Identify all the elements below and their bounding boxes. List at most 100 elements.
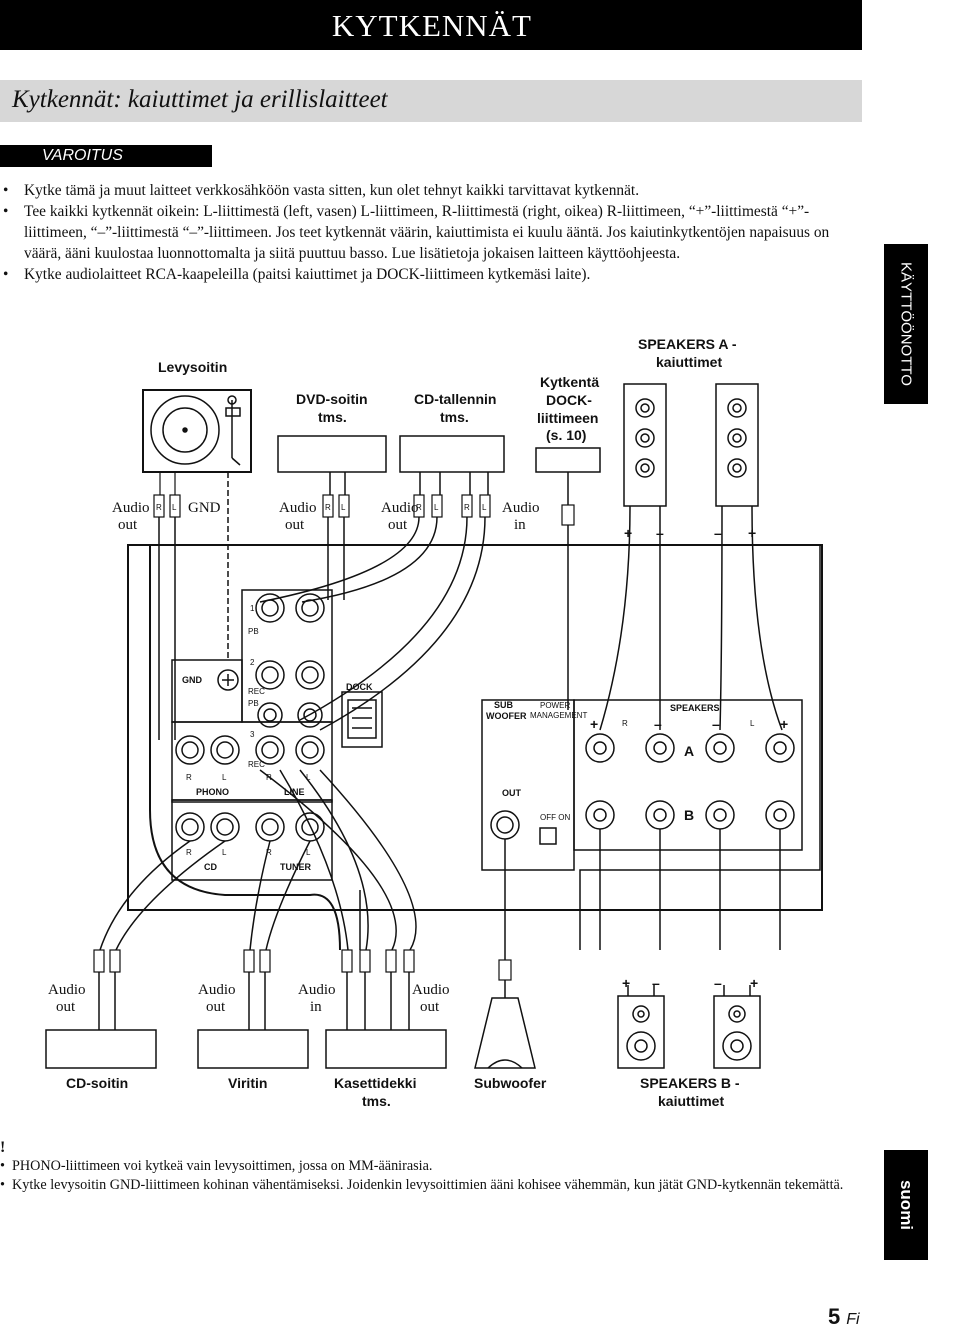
r-mark: R bbox=[464, 503, 470, 512]
rec2-jack-l bbox=[295, 660, 325, 690]
l-mark: L bbox=[482, 503, 487, 512]
audio-out-label: out bbox=[285, 517, 305, 533]
note-icon: ! bbox=[0, 1139, 6, 1156]
dock-label-3: liittimeen bbox=[537, 410, 598, 426]
speaker-b-plus-l bbox=[765, 800, 795, 830]
tower-speaker-icon bbox=[623, 383, 667, 507]
r-mark: R bbox=[186, 773, 192, 782]
tower-speaker-icon bbox=[715, 383, 759, 507]
line-jack-r bbox=[255, 735, 285, 765]
input-3-label: 3 bbox=[250, 730, 255, 739]
off-on-label: OFF ON bbox=[540, 813, 570, 822]
rec-label: REC bbox=[248, 760, 265, 769]
audio-out-label: Audio bbox=[412, 982, 450, 998]
page-title: KYTKENNÄT bbox=[331, 8, 532, 43]
power-management-label-2: MANAGEMENT bbox=[530, 711, 587, 720]
dvd-label-2: tms. bbox=[318, 409, 347, 425]
rec2-jack-r bbox=[255, 660, 285, 690]
dvd-player-box bbox=[277, 435, 387, 473]
cd-player-box bbox=[45, 1029, 157, 1069]
speakers-b-label-2: kaiuttimet bbox=[658, 1093, 724, 1109]
speaker-a-label: A bbox=[684, 743, 694, 759]
l-mark: L bbox=[222, 773, 227, 782]
audio-in-label: in bbox=[310, 999, 322, 1015]
speakers-a-label-2: kaiuttimet bbox=[656, 354, 722, 370]
plus-mark: + bbox=[750, 975, 758, 991]
turntable-icon bbox=[142, 389, 252, 473]
subwoofer-out-jack bbox=[490, 810, 520, 840]
pb1-jack-r bbox=[255, 593, 285, 623]
turntable-label: Levysoitin bbox=[158, 359, 227, 375]
plus-mark: + bbox=[748, 525, 756, 541]
cd-recorder-label: CD-tallennin bbox=[414, 391, 496, 407]
audio-out-label: Audio bbox=[112, 500, 150, 516]
power-management-switch[interactable] bbox=[539, 827, 557, 845]
pb3-jack-r bbox=[257, 702, 283, 728]
l-mark: L bbox=[306, 848, 311, 857]
line-jack-l bbox=[295, 735, 325, 765]
minus-mark: – bbox=[656, 525, 664, 541]
speaker-a-plus-r bbox=[585, 733, 615, 763]
r-mark: R bbox=[186, 848, 192, 857]
cd-recorder-label-2: tms. bbox=[440, 409, 469, 425]
dock-device-box bbox=[535, 447, 601, 473]
gnd-panel-label: GND bbox=[182, 675, 203, 685]
cd-recorder-box bbox=[399, 435, 505, 473]
audio-out-label: Audio bbox=[279, 500, 317, 516]
audio-out-label: out bbox=[56, 999, 76, 1015]
speaker-b-label: B bbox=[684, 807, 694, 823]
dock-panel-label: DOCK bbox=[346, 682, 373, 692]
cassette-label: Kasettidekki bbox=[334, 1075, 416, 1091]
language-tab: suomi bbox=[884, 1150, 928, 1260]
section-heading-bar: Kytkennät: kaiuttimet ja erillislaitteet bbox=[0, 80, 862, 122]
chapter-tab-label: KÄYTTÖÖNOTTO bbox=[897, 262, 915, 386]
subwoofer-label: Subwoofer bbox=[474, 1075, 547, 1091]
warning-item: Kytke audiolaitteet RCA-kaapeleilla (pai… bbox=[0, 264, 860, 285]
pb-label: PB bbox=[248, 699, 259, 708]
cd-player-label: CD-soitin bbox=[66, 1075, 128, 1091]
audio-out-label: Audio bbox=[198, 982, 236, 998]
note-item: Kytke levysoitin GND-liittimeen kohinan … bbox=[0, 1176, 860, 1195]
l-mark: L bbox=[341, 503, 346, 512]
audio-out-label: out bbox=[118, 517, 138, 533]
page-number: 5 Fi bbox=[828, 1304, 860, 1330]
r-mark: R bbox=[325, 503, 331, 512]
tuner-box bbox=[197, 1029, 309, 1069]
audio-in-label: Audio bbox=[502, 500, 540, 516]
speaker-a-plus-l bbox=[765, 733, 795, 763]
l-mark: L bbox=[750, 719, 755, 728]
input-1-label: 1 bbox=[250, 604, 255, 613]
l-mark: L bbox=[434, 503, 439, 512]
r-mark: R bbox=[416, 503, 422, 512]
cd-jack-l bbox=[210, 812, 240, 842]
page-number-value: 5 bbox=[828, 1304, 841, 1329]
speaker-b-minus-l bbox=[705, 800, 735, 830]
phono-jack-r bbox=[175, 735, 205, 765]
gnd-terminal-icon bbox=[217, 669, 239, 691]
speaker-b-plus-r bbox=[585, 800, 615, 830]
r-mark: R bbox=[156, 503, 162, 512]
audio-out-label: out bbox=[420, 999, 440, 1015]
gnd-label: GND bbox=[188, 500, 221, 516]
warning-list: Kytke tämä ja muut laitteet verkkosähköö… bbox=[0, 180, 860, 285]
warning-label: VAROITUS bbox=[42, 147, 123, 164]
l-mark: L bbox=[306, 773, 311, 782]
cassette-label-2: tms. bbox=[362, 1093, 391, 1109]
tuner-label: Viritin bbox=[228, 1075, 267, 1091]
minus-mark: – bbox=[714, 975, 722, 991]
audio-out-label: Audio bbox=[381, 500, 419, 516]
audio-in-label: in bbox=[514, 517, 526, 533]
cassette-deck-box bbox=[325, 1029, 447, 1069]
rec-label: REC bbox=[248, 687, 265, 696]
audio-in-label: Audio bbox=[298, 982, 336, 998]
minus-mark: – bbox=[654, 716, 662, 732]
receiver-rear-panel bbox=[127, 544, 823, 911]
line-label: LINE bbox=[284, 787, 305, 797]
cd-panel-label: CD bbox=[204, 862, 217, 872]
bookshelf-speaker-icon bbox=[713, 995, 761, 1069]
plus-mark: + bbox=[624, 525, 632, 541]
page-language-suffix: Fi bbox=[846, 1311, 860, 1328]
warning-item: Kytke tämä ja muut laitteet verkkosähköö… bbox=[0, 180, 860, 201]
dock-connector-icon bbox=[341, 691, 383, 748]
audio-out-label: Audio bbox=[48, 982, 86, 998]
